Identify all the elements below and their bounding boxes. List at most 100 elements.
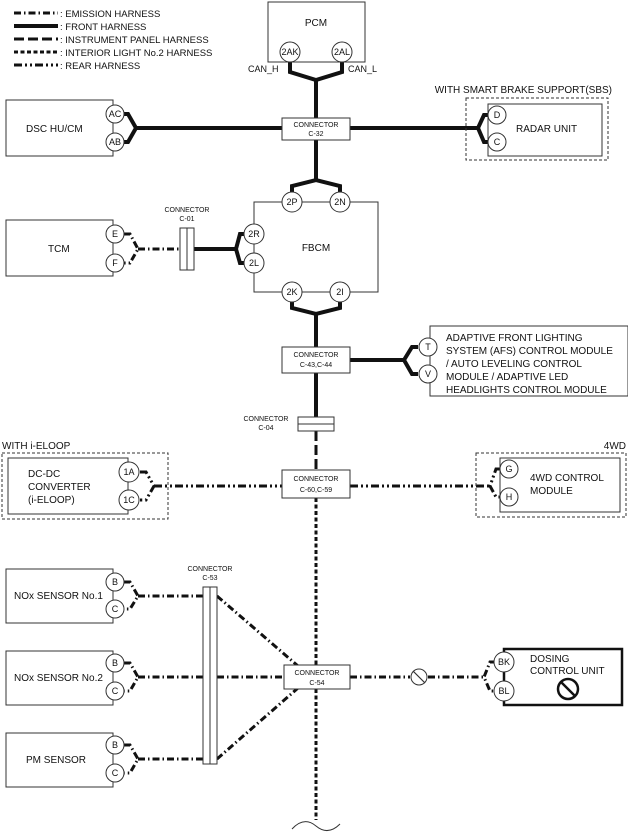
legend-item-emission: : EMISSION HARNESS <box>14 9 160 20</box>
connector-c04-top-half <box>297 416 335 425</box>
pm-pin-c-label: C <box>112 768 119 778</box>
radar-label: RADAR UNIT <box>516 124 577 135</box>
afs-label-line-5: HEADLIGHTS CONTROL MODULE <box>446 385 607 396</box>
afs-module: ADAPTIVE FRONT LIGHTING SYSTEM (AFS) CON… <box>418 325 628 397</box>
dosing-pin-bk-label: BK <box>498 657 510 667</box>
radar-pin-d-label: D <box>494 110 501 120</box>
ieloop-label-line-1: DC-DC <box>28 469 60 480</box>
radar-pin-d <box>487 105 507 125</box>
legend-item-rear: : REAR HARNESS <box>14 61 140 72</box>
ieloop-pin-1c <box>118 489 140 511</box>
dosing-module: DOSING CONTROL UNIT BK BL <box>493 647 624 707</box>
connector-c54-id: C-54 <box>309 680 324 687</box>
dsc-box <box>5 99 114 157</box>
wire-nox1-branch <box>124 580 140 611</box>
connector-c54-title: CONNECTOR <box>295 670 340 677</box>
connector-c01-title: CONNECTOR <box>165 207 210 214</box>
legend-label-emission: : EMISSION HARNESS <box>60 9 160 20</box>
fbcm-pin-2k-label: 2K <box>286 287 297 297</box>
pm-label: PM SENSOR <box>26 755 86 766</box>
pcm-pin-2al <box>331 41 353 63</box>
awd-box <box>499 457 621 513</box>
connector-c53-right-half <box>209 586 218 765</box>
fbcm-pin-2l <box>243 252 265 274</box>
nox2-pin-b <box>105 653 125 673</box>
ieloop-label-line-3: (i-ELOOP) <box>28 495 75 506</box>
nox1-pin-c <box>105 599 125 619</box>
connector-c43-title: CONNECTOR <box>294 352 339 359</box>
fbcm-pin-2r <box>243 223 265 245</box>
wire-fbcm-left-branch <box>233 232 244 265</box>
awd-pin-g <box>499 459 519 479</box>
connector-c43-box <box>281 346 351 374</box>
wire-continuation-break <box>291 821 341 831</box>
legend-label-instrument: : INSTRUMENT PANEL HARNESS <box>60 35 209 46</box>
wire-tcm-branch <box>124 232 140 265</box>
tcm-box <box>5 219 114 277</box>
ieloop-module: WITH i-ELOOP DC-DC CONVERTER (i-ELOOP) 1… <box>1 441 169 520</box>
connector-c54-box <box>283 664 351 690</box>
pm-sensor: PM SENSOR B C <box>5 732 125 788</box>
dosing-pin-bl <box>493 680 515 702</box>
afs-box <box>429 325 628 397</box>
ieloop-box <box>7 457 129 515</box>
wires <box>124 62 500 831</box>
sbs-note: WITH SMART BRAKE SUPPORT(SBS) <box>435 85 612 96</box>
connector-c04-title: CONNECTOR <box>244 416 289 423</box>
connector-c60-box <box>281 469 351 499</box>
awd-optional-frame <box>475 452 627 518</box>
afs-pin-t <box>418 337 438 357</box>
ieloop-optional-frame <box>1 452 169 520</box>
radar-module: WITH SMART BRAKE SUPPORT(SBS) RADAR UNIT… <box>435 85 612 161</box>
wire-dosing-branch <box>482 660 496 693</box>
connector-c60-id: C-60,C-59 <box>300 487 332 494</box>
can-l-label: CAN_L <box>348 64 377 74</box>
dsc-pin-ac-label: AC <box>109 109 122 119</box>
pcm-label: PCM <box>305 18 327 29</box>
connector-c04-bottom-half <box>297 423 335 432</box>
nox1-sensor: NOx SENSOR No.1 B C <box>5 568 125 624</box>
legend: : EMISSION HARNESS : FRONT HARNESS : INS… <box>14 9 212 72</box>
afs-pin-t-label: T <box>425 342 431 352</box>
nox1-pin-b-label: B <box>112 577 118 587</box>
legend-item-front: : FRONT HARNESS <box>14 22 146 33</box>
afs-label-line-3: / AUTO LEVELING CONTROL <box>446 359 582 370</box>
legend-label-front: : FRONT HARNESS <box>60 22 146 33</box>
wire-dsc-branch <box>124 112 139 144</box>
connector-c32: CONNECTOR C-32 <box>281 117 351 141</box>
afs-pin-v <box>418 364 438 384</box>
pm-box <box>5 732 114 788</box>
tcm-pin-f <box>105 253 125 273</box>
dosing-pin-bl-label: BL <box>498 686 509 696</box>
dsc-pin-ac <box>105 104 125 124</box>
ieloop-pin-1a-label: 1A <box>123 467 134 477</box>
connector-c60: CONNECTOR C-60,C-59 <box>281 469 351 499</box>
dsc-pin-ab <box>105 132 125 152</box>
connector-c01-right-half <box>186 227 195 271</box>
inline-prohibited-icon <box>410 668 428 686</box>
legend-label-rear: : REAR HARNESS <box>60 61 140 72</box>
nox1-pin-b <box>105 572 125 592</box>
wire-4wd-branch <box>488 467 500 499</box>
dsc-pin-ab-label: AB <box>109 137 121 147</box>
wire-radar-branch <box>475 113 488 144</box>
awd-note: 4WD <box>604 441 626 452</box>
dosing-label-line-2: CONTROL UNIT <box>530 666 605 677</box>
dosing-label-line-1: DOSING <box>530 654 570 665</box>
tcm-module: TCM E F <box>5 219 125 277</box>
wire-pm-branch <box>124 743 140 775</box>
radar-pin-c-label: C <box>494 137 501 147</box>
nox2-box <box>5 650 114 706</box>
pcm-pin-2al-label: 2AL <box>334 47 350 57</box>
afs-label-line-1: ADAPTIVE FRONT LIGHTING <box>446 333 583 344</box>
nox2-sensor: NOx SENSOR No.2 B C <box>5 650 125 706</box>
connector-c54: CONNECTOR C-54 <box>283 664 351 690</box>
connector-c04-id: C-04 <box>258 425 273 432</box>
legend-item-instrument: : INSTRUMENT PANEL HARNESS <box>14 35 209 46</box>
connector-c01: CONNECTOR C-01 <box>165 207 210 271</box>
pm-pin-c <box>105 763 125 783</box>
nox2-pin-c-label: C <box>112 686 119 696</box>
pcm-module: PCM 2AK 2AL CAN_H CAN_L <box>248 1 377 74</box>
pm-pin-b-label: B <box>112 740 118 750</box>
wire-ieloop-branch <box>140 470 156 502</box>
